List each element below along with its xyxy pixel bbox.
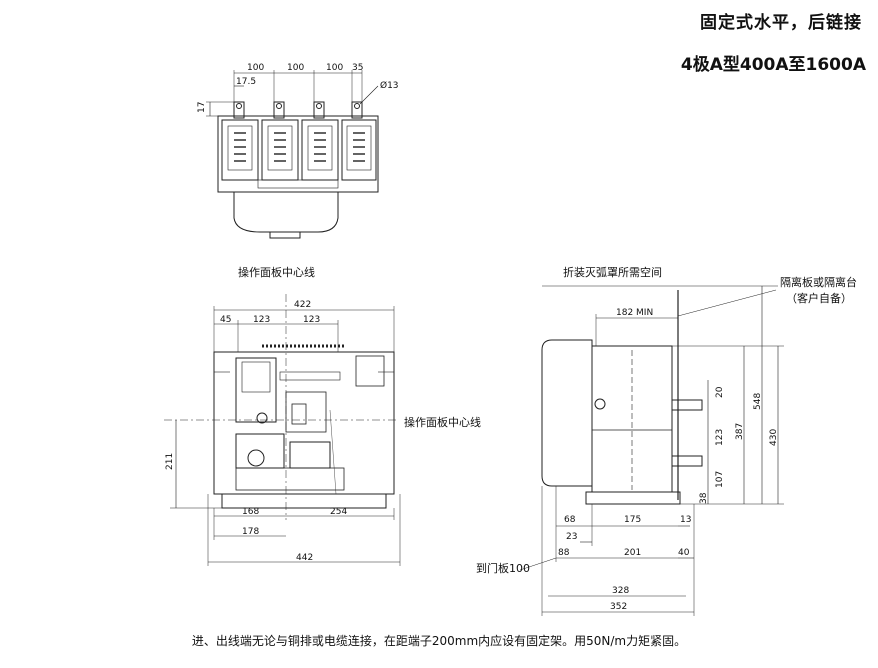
dim-side-13: 13 [680, 515, 691, 525]
side-view [519, 285, 784, 616]
dim-front-left: 45 [220, 315, 231, 325]
page-title: 固定式水平，后链接 [700, 13, 862, 33]
dim-front-half-l: 123 [253, 315, 270, 325]
label-panel-centerline-top: 操作面板中心线 [238, 266, 315, 279]
dim-side-68: 68 [564, 515, 576, 525]
dim-front-base-w: 178 [242, 527, 259, 537]
dim-top-side: 17 [197, 102, 207, 113]
label-arc-chute-space: 折装灭弧罩所需空间 [563, 266, 662, 279]
dim-side-387: 387 [735, 423, 745, 440]
top-view-body [217, 115, 379, 193]
dim-top-pitch3: 100 [326, 63, 343, 73]
dim-side-88: 88 [558, 548, 570, 558]
dim-front-width: 422 [294, 300, 311, 310]
dim-top-pitch2: 100 [287, 63, 304, 73]
label-barrier: 隔离板或隔离台 [780, 276, 857, 289]
dim-front-total: 442 [296, 553, 313, 563]
dim-side-min: 182 MIN [616, 308, 653, 318]
label-barrier-note: （客户自备） [786, 292, 852, 305]
footer-note: 进、出线端无论与铜排或电缆连接，在距端子200mm内应设有固定架。用50N/m力… [191, 634, 687, 648]
side-view-panel [541, 339, 593, 487]
dim-side-23: 23 [566, 532, 577, 542]
dim-side-40: 40 [678, 548, 690, 558]
dim-top-offset: 17.5 [236, 77, 256, 87]
dim-side-201: 201 [624, 548, 641, 558]
dim-side-175: 175 [624, 515, 641, 525]
label-panel-centerline-side: 操作面板中心线 [404, 416, 481, 429]
dim-front-half-r: 123 [303, 315, 320, 325]
dim-front-base-l: 168 [242, 507, 259, 517]
dim-side-107: 107 [715, 471, 725, 488]
dim-side-123: 123 [715, 429, 725, 446]
dim-side-352: 352 [610, 602, 627, 612]
dim-top-edge: 35 [352, 63, 363, 73]
front-view-body [213, 351, 395, 495]
top-view [206, 70, 379, 239]
dim-front-height: 211 [165, 453, 175, 470]
dim-side-38: 38 [699, 492, 709, 504]
dim-side-548: 548 [753, 393, 763, 410]
dim-side-328: 328 [612, 586, 629, 596]
dim-side-20: 20 [715, 386, 725, 398]
label-door-distance: 到门板100 [476, 562, 530, 575]
front-view [164, 294, 401, 566]
dim-top-hole: Ø13 [380, 80, 399, 91]
dimension-labels: 100 100 100 35 17.5 17 Ø13 422 45 123 12… [165, 63, 779, 612]
dim-side-430: 430 [769, 429, 779, 446]
dim-front-base-r: 254 [330, 507, 347, 517]
page-subtitle: 4极A型400A至1600A [680, 55, 866, 75]
dim-top-pitch1: 100 [247, 63, 264, 73]
